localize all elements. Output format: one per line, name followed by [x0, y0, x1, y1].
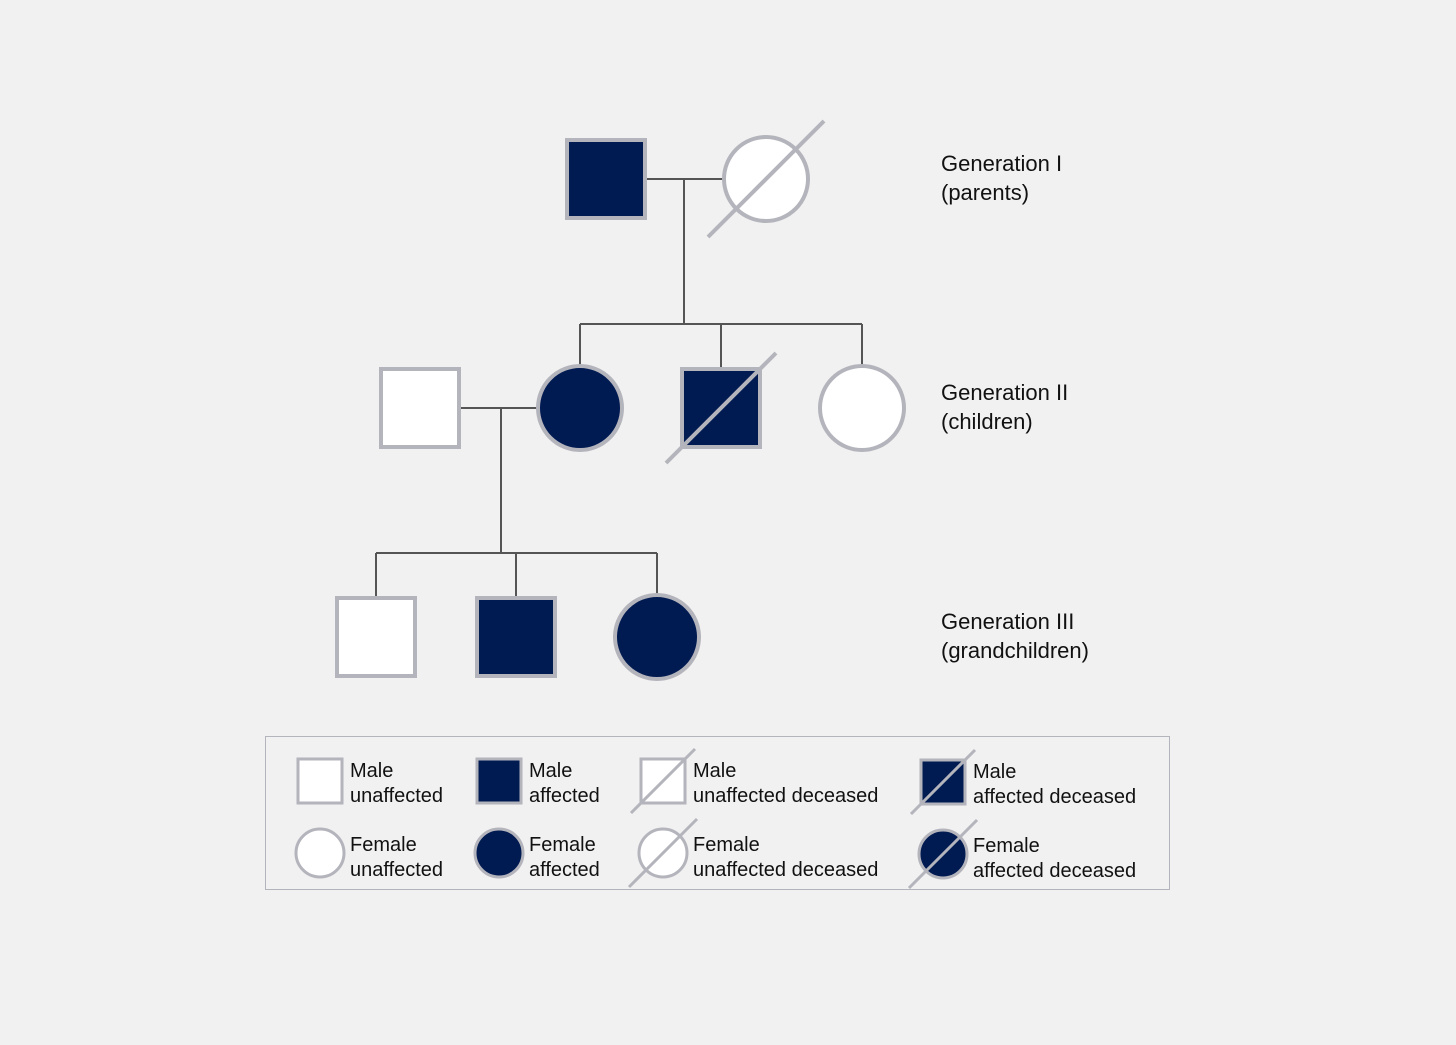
deceased-slash [909, 748, 977, 816]
square-symbol [565, 138, 647, 220]
circle-symbol [613, 593, 701, 681]
legend-symbol-female-unaffected-deceased [627, 817, 699, 889]
sibship-line-gen2 [579, 323, 863, 370]
circle-symbol [473, 827, 525, 879]
square-symbol [475, 757, 523, 805]
circle-symbol [294, 827, 346, 879]
individual-male-affected-deceased [664, 351, 778, 465]
legend-symbol-male-unaffected-deceased [629, 747, 697, 815]
square-symbol [296, 757, 344, 805]
square-symbol [379, 367, 461, 449]
square-symbol [335, 596, 417, 678]
legend-symbol-male-affected [475, 757, 523, 805]
individuals [335, 119, 906, 681]
generation-2-title: Generation II [941, 380, 1069, 405]
individual-female-affected [613, 593, 701, 681]
pedigree-chart [335, 119, 906, 681]
deceased-slash [627, 817, 699, 889]
generation-3-subtitle: (grandchildren) [941, 638, 1089, 663]
generation-2-subtitle: (children) [941, 409, 1033, 434]
legend-symbol-female-unaffected [294, 827, 346, 879]
individual-female-affected [536, 364, 624, 452]
deceased-slash [706, 119, 826, 239]
generation-2-label: Generation II (children) [941, 378, 1068, 436]
legend-symbols [294, 747, 979, 890]
circle-symbol [818, 364, 906, 452]
generation-3-label: Generation III (grandchildren) [941, 607, 1089, 665]
circle-symbol [536, 364, 624, 452]
individual-male-unaffected [379, 367, 461, 449]
individual-male-affected [475, 596, 557, 678]
individual-female-unaffected-deceased [706, 119, 826, 239]
legend-symbol-female-affected [473, 827, 525, 879]
deceased-slash [907, 818, 979, 890]
relationship-lines [375, 178, 863, 599]
individual-female-unaffected [818, 364, 906, 452]
legend-symbol-male-unaffected [296, 757, 344, 805]
individual-male-affected [565, 138, 647, 220]
generation-3-title: Generation III [941, 609, 1075, 634]
sibship-line-gen3 [375, 552, 658, 599]
deceased-slash [664, 351, 778, 465]
legend-symbol-male-affected-deceased [909, 748, 977, 816]
deceased-slash [629, 747, 697, 815]
generation-1-subtitle: (parents) [941, 180, 1030, 205]
generation-1-title: Generation I [941, 151, 1063, 176]
square-symbol [475, 596, 557, 678]
individual-male-unaffected [335, 596, 417, 678]
legend-symbol-female-affected-deceased [907, 818, 979, 890]
generation-1-label: Generation I (parents) [941, 149, 1062, 207]
